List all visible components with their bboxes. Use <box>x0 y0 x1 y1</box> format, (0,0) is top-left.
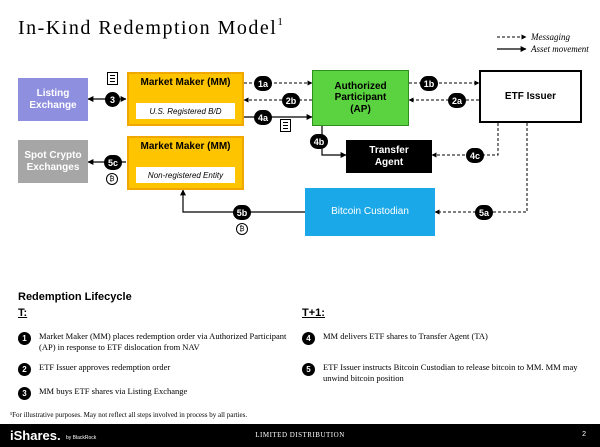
step-badge-1b: 1b <box>420 76 438 91</box>
page-number: 2 <box>582 431 586 438</box>
step-number: 4 <box>302 332 315 345</box>
transfer-agent-node: Transfer Agent <box>346 140 432 173</box>
spot-crypto-exchanges-node: Spot Crypto Exchanges <box>18 140 88 183</box>
bitcoin-icon: ₿ <box>236 223 248 235</box>
bitcoin-icon: ₿ <box>106 173 118 185</box>
lifecycle-step-1: 1 Market Maker (MM) places redemption or… <box>18 331 288 352</box>
legend-asset-movement: Asset movement <box>531 44 589 54</box>
lifecycle-step-5: 5 ETF Issuer instructs Bitcoin Custodian… <box>302 362 587 383</box>
lifecycle-heading: Redemption Lifecycle <box>18 291 132 303</box>
market-maker-nonregistered-node: Market Maker (MM) Non-registered Entity <box>127 136 244 190</box>
footnote: ¹For illustrative purposes. May not refl… <box>10 411 248 419</box>
brand-logo: iShares. <box>10 428 61 443</box>
step-badge-4a: 4a <box>254 110 272 125</box>
step-text: ETF Issuer approves redemption order <box>39 362 171 372</box>
document-icon <box>280 119 291 132</box>
page-title: In-Kind Redemption Model1 <box>18 16 283 39</box>
step-text: MM buys ETF shares via Listing Exchange <box>39 386 188 396</box>
step-text: MM delivers ETF shares to Transfer Agent… <box>323 331 488 341</box>
market-maker-subtitle: Non-registered Entity <box>136 167 235 183</box>
listing-exchange-node: Listing Exchange <box>18 78 88 121</box>
step-badge-5a: 5a <box>475 205 493 220</box>
document-icon <box>107 72 118 85</box>
lifecycle-step-3: 3 MM buys ETF shares via Listing Exchang… <box>18 386 288 400</box>
step-number: 1 <box>18 332 31 345</box>
brand-tagline: by BlackRock <box>66 435 97 441</box>
etf-issuer-node: ETF Issuer <box>479 70 582 123</box>
t-column-label: T: <box>18 307 28 319</box>
market-maker-title: Market Maker (MM) <box>140 77 231 88</box>
step-badge-4c: 4c <box>466 148 484 163</box>
market-maker-registered-node: Market Maker (MM) U.S. Registered B/D <box>127 72 244 126</box>
step-badge-1a: 1a <box>254 76 272 91</box>
step-number: 5 <box>302 363 315 376</box>
flow-connectors <box>87 34 528 215</box>
step-badge-3: 3 <box>105 92 120 107</box>
step-badge-4b: 4b <box>310 134 328 149</box>
distribution-label: LIMITED DISTRIBUTION <box>255 431 345 439</box>
step-badge-2a: 2a <box>448 93 466 108</box>
bitcoin-custodian-node: Bitcoin Custodian <box>305 188 435 236</box>
lifecycle-step-2: 2 ETF Issuer approves redemption order <box>18 362 288 376</box>
t1-column-label: T+1: <box>302 307 325 319</box>
market-maker-subtitle: U.S. Registered B/D <box>136 103 235 119</box>
step-badge-5b: 5b <box>233 205 251 220</box>
lifecycle-step-4: 4 MM delivers ETF shares to Transfer Age… <box>302 331 587 345</box>
step-badge-5c: 5c <box>104 155 122 170</box>
step-text: ETF Issuer instructs Bitcoin Custodian t… <box>323 362 578 383</box>
authorized-participant-node: Authorized Participant (AP) <box>312 70 409 126</box>
footer-bar: iShares. by BlackRock LIMITED DISTRIBUTI… <box>0 424 600 447</box>
market-maker-title: Market Maker (MM) <box>140 141 231 152</box>
legend-messaging: Messaging <box>531 32 570 42</box>
step-number: 2 <box>18 363 31 376</box>
step-text: Market Maker (MM) places redemption orde… <box>39 331 287 352</box>
step-number: 3 <box>18 387 31 400</box>
step-badge-2b: 2b <box>282 93 300 108</box>
